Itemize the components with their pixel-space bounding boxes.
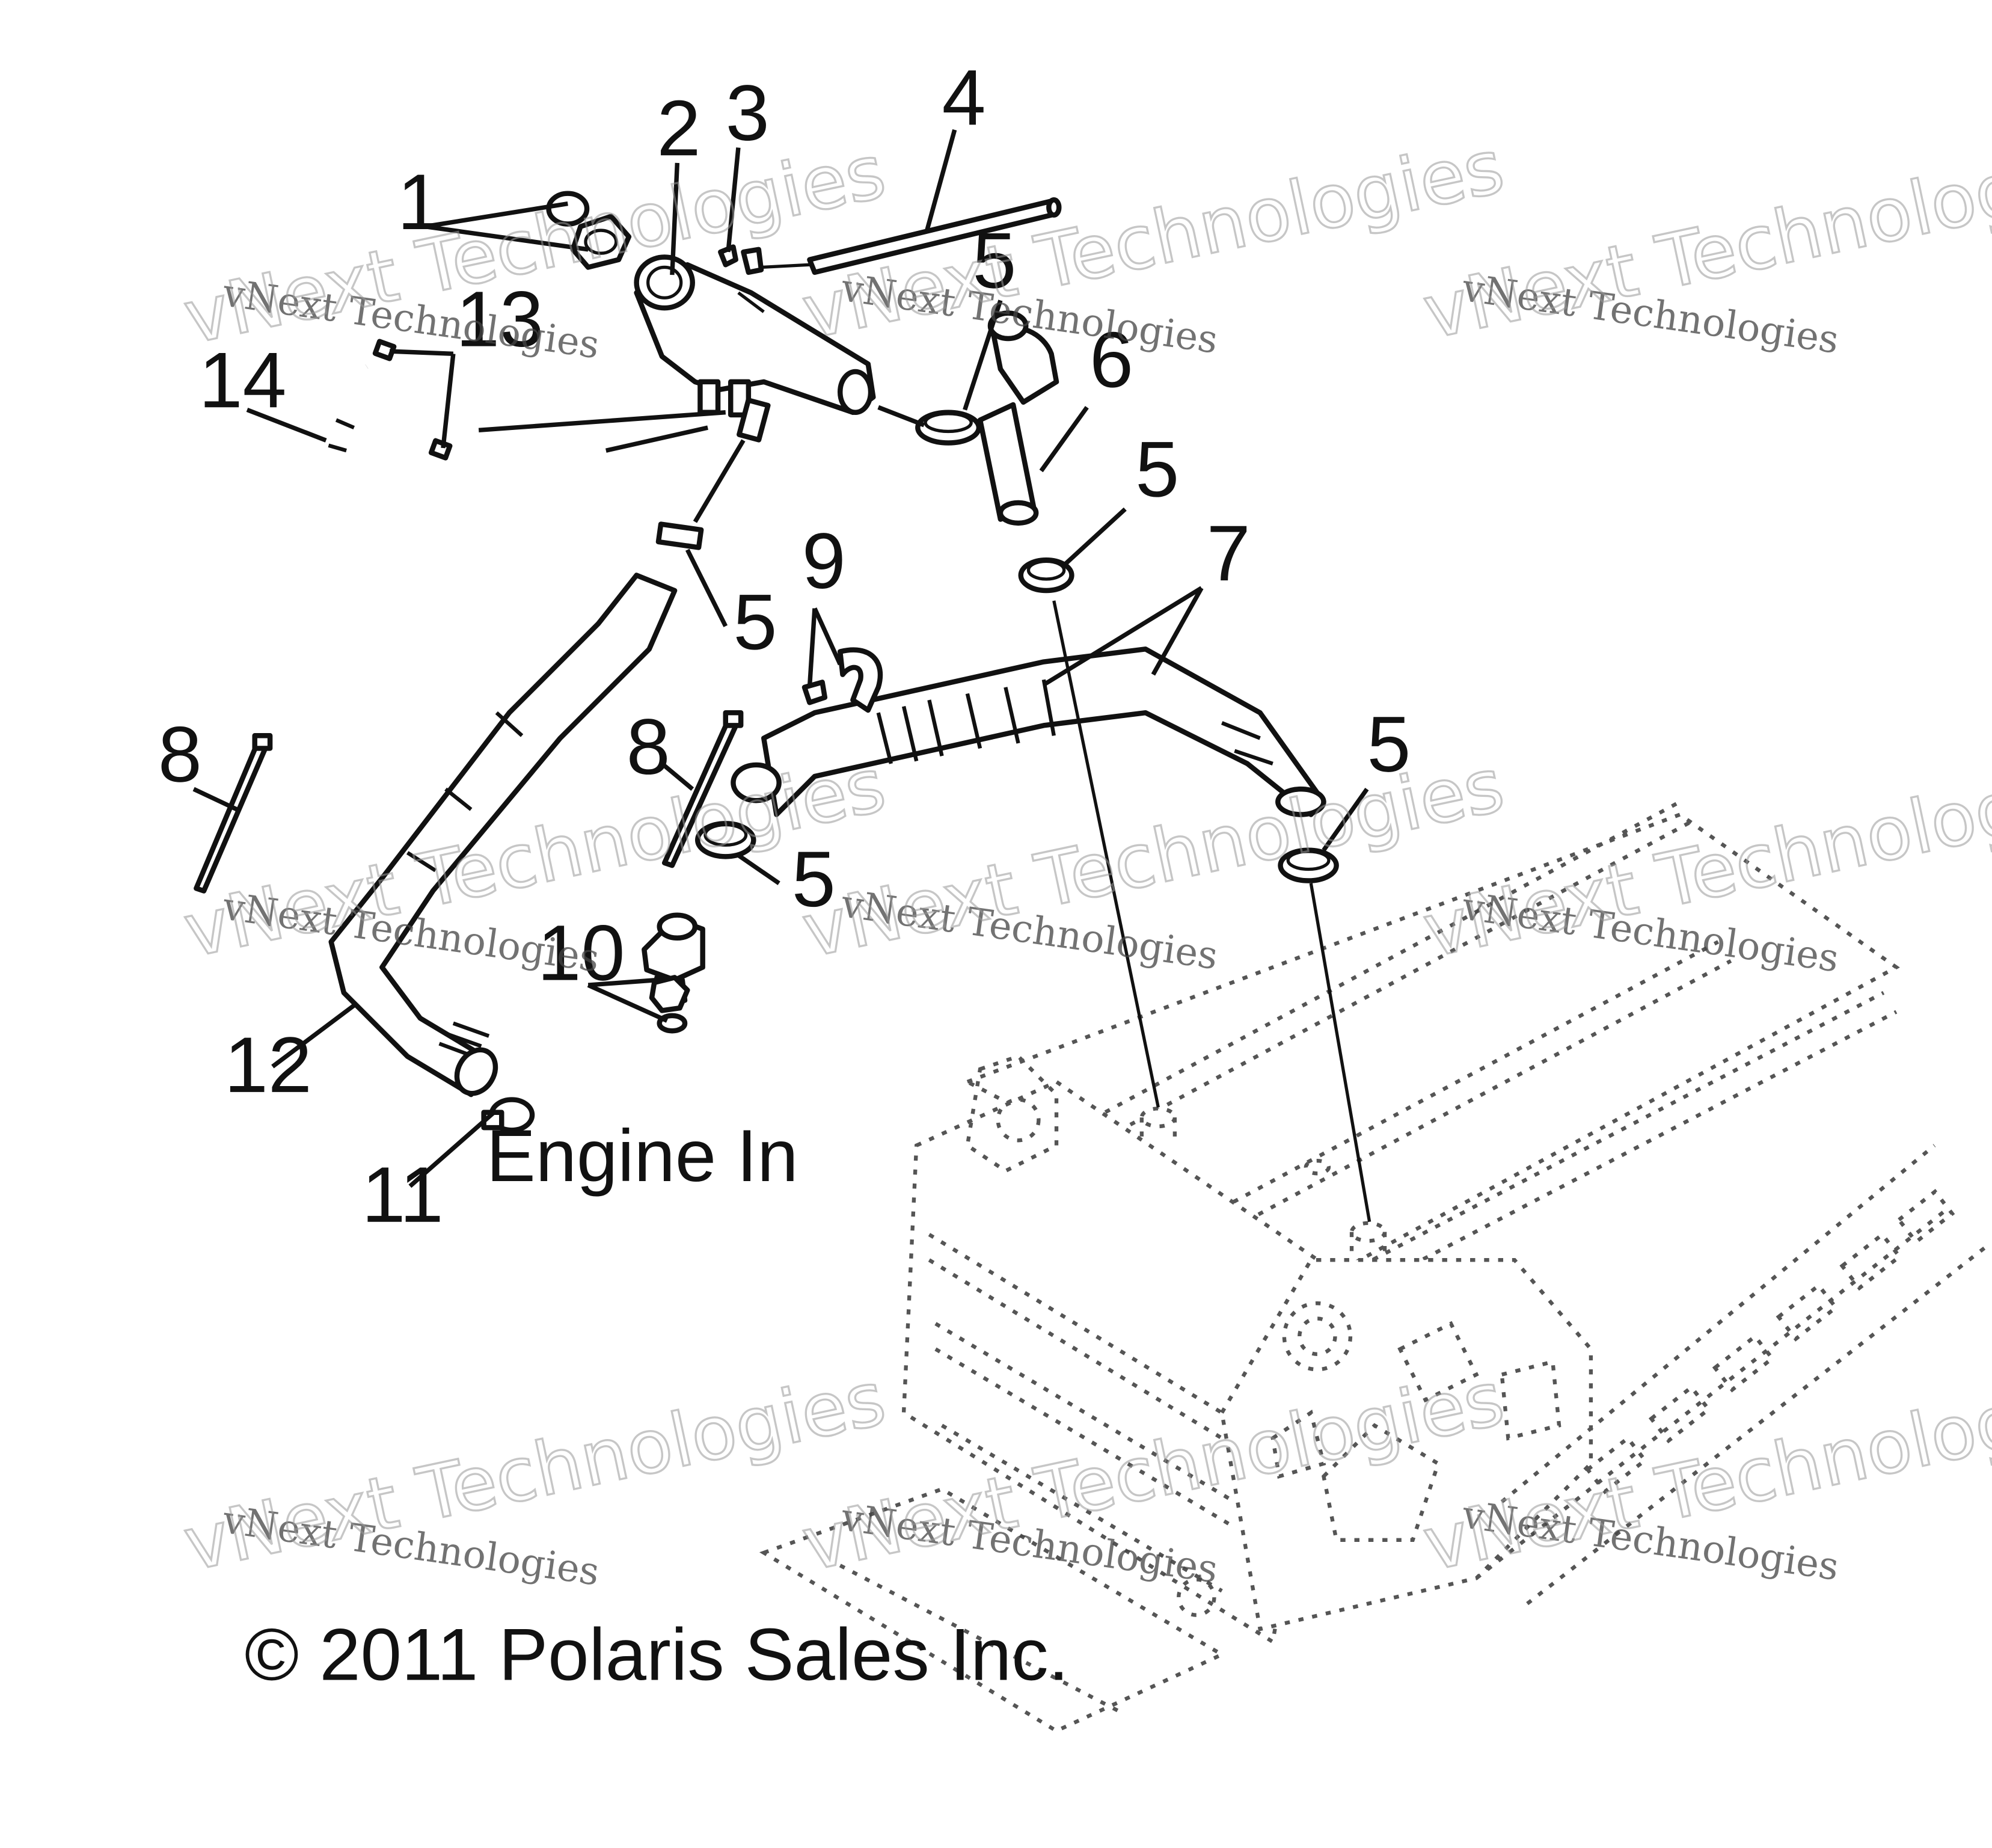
part-clamps: [655, 410, 1339, 883]
engine-in-label: Engine In: [486, 1115, 798, 1197]
callout-5-mid: 5: [1135, 425, 1179, 513]
callout-7: 7: [1207, 509, 1251, 597]
callout-numbers: 1 2 3 4 5 6 5 7 5 5 5 8 8 9 10 12 11 13 …: [158, 53, 1411, 1238]
callout-12: 12: [224, 1021, 312, 1109]
callout-13: 13: [456, 275, 544, 363]
callout-3: 3: [726, 69, 770, 157]
callout-5-right: 5: [1367, 700, 1411, 788]
part-hose-main: [731, 646, 1326, 817]
callout-5-left: 5: [733, 577, 777, 666]
part-clip: [801, 647, 883, 713]
callout-10: 10: [538, 909, 625, 997]
callout-4: 4: [942, 53, 986, 141]
callout-14: 14: [199, 336, 287, 424]
callout-8-left: 8: [158, 710, 202, 798]
part-elbow-hose: [977, 310, 1059, 526]
callout-9: 9: [802, 517, 846, 605]
part-coolant-bottle: [634, 244, 876, 443]
chassis-tunnel: [759, 800, 1987, 1733]
leader-lines: [192, 129, 1371, 1223]
callout-8-right: 8: [627, 702, 670, 791]
part-cap-gasket: [546, 191, 632, 270]
callout-1: 1: [397, 158, 441, 246]
callout-5-lower: 5: [792, 835, 836, 923]
copyright-text: © 2011 Polaris Sales Inc.: [245, 1614, 1069, 1696]
part-tube: [761, 197, 1062, 275]
callout-11: 11: [361, 1150, 443, 1239]
part-hose-lower: [328, 573, 678, 1097]
track-slots: [1585, 1189, 1955, 1494]
part-hose-small: [306, 339, 453, 529]
callout-5-top: 5: [972, 216, 1016, 304]
callout-2: 2: [657, 84, 700, 172]
part-zip-ties: [194, 710, 744, 894]
callout-6: 6: [1089, 315, 1133, 404]
